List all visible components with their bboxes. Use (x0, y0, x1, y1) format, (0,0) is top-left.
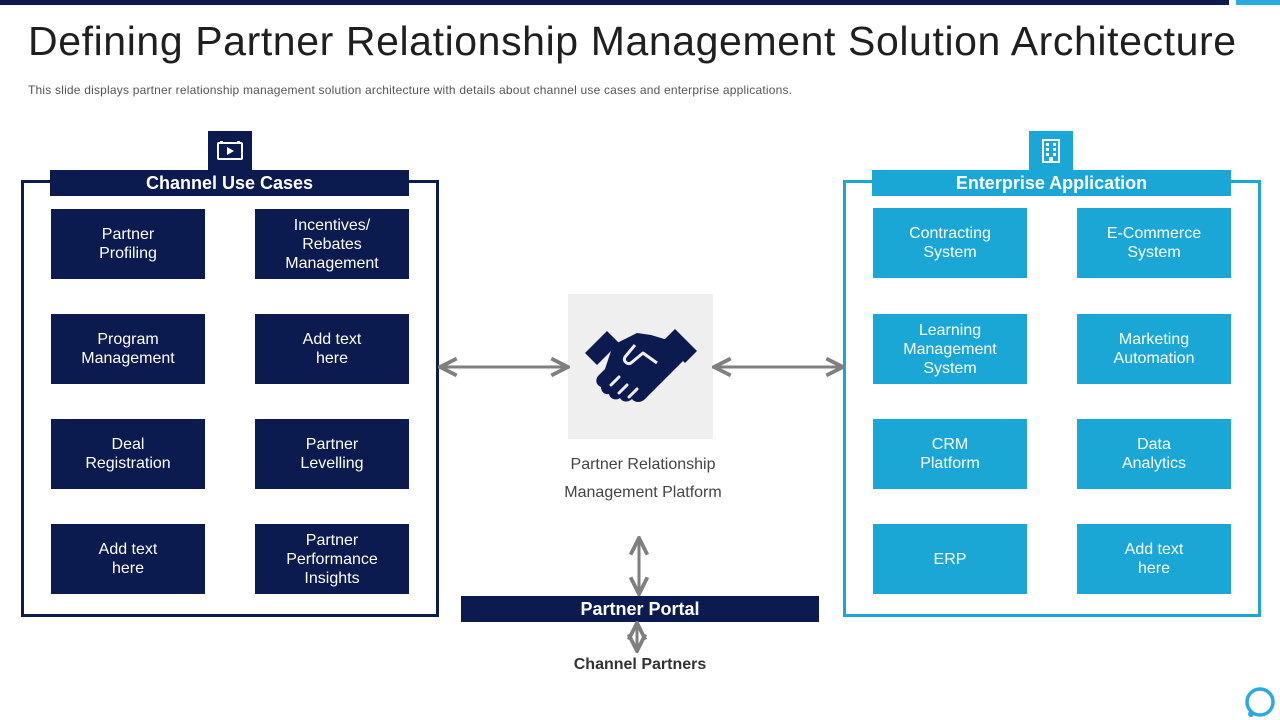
office-building-icon (1029, 131, 1073, 171)
prm-platform-label: Partner Relationship Management Platform (564, 456, 722, 501)
enterprise-app-tile: CRM Platform (873, 419, 1027, 489)
enterprise-app-tile: Data Analytics (1077, 419, 1231, 489)
top-accent-bar-secondary (1236, 0, 1280, 5)
slide-title: Defining Partner Relationship Management… (28, 18, 1237, 64)
enterprise-app-tile: Contracting System (873, 208, 1027, 278)
handshake-icon (584, 328, 697, 402)
partner-portal-bar: Partner Portal (461, 596, 819, 622)
enterprise-app-tile: Marketing Automation (1077, 314, 1231, 384)
use-case-tile: Partner Levelling (255, 419, 409, 489)
use-case-tile: Partner Profiling (51, 209, 205, 279)
enterprise-app-tile: ERP (873, 524, 1027, 594)
channel-use-cases-heading: Channel Use Cases (50, 170, 409, 196)
use-case-tile: Partner Performance Insights (255, 524, 409, 594)
top-accent-bar (0, 0, 1229, 5)
channel-partners-label: Channel Partners (573, 656, 707, 673)
enterprise-app-tile: Learning Management System (873, 314, 1027, 384)
use-case-tile: Add text here (51, 524, 205, 594)
use-case-tile: Program Management (51, 314, 205, 384)
brand-logo-icon (1245, 687, 1275, 717)
enterprise-app-tile: E-Commerce System (1077, 208, 1231, 278)
use-case-tile: Deal Registration (51, 419, 205, 489)
video-screen-icon (208, 131, 252, 171)
enterprise-app-tile: Add text here (1077, 524, 1231, 594)
prm-platform-box (568, 294, 713, 439)
use-case-tile: Add text here (255, 314, 409, 384)
use-case-tile: Incentives/ Rebates Management (255, 209, 409, 279)
enterprise-application-heading: Enterprise Application (872, 170, 1231, 196)
slide-subtitle: This slide displays partner relationship… (28, 83, 793, 97)
